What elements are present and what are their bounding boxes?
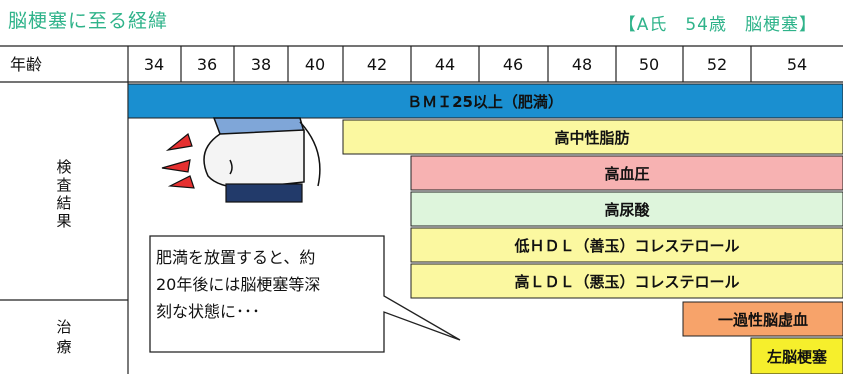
bar-label-hypertension: 高血圧 [604, 165, 649, 183]
age-54: 54 [787, 55, 807, 74]
belly-illustration-icon [161, 117, 321, 203]
trousers [225, 183, 303, 203]
alert-mark-3 [167, 175, 195, 189]
age-52: 52 [707, 55, 727, 74]
patient-subtitle: 【A氏 54歳 脳梗塞】 [618, 15, 817, 35]
age-34: 34 [144, 55, 164, 74]
bar-label-tia: 一過性脳虚血 [718, 311, 808, 329]
bar-label-triglyceride: 高中性脂肪 [554, 129, 629, 147]
bar-high-triglyceride [342, 119, 843, 155]
age-50: 50 [639, 55, 659, 74]
navel [229, 159, 233, 175]
age-44: 44 [435, 55, 455, 74]
bar-label-bmi: ＢＭＩ25以上（肥満） [407, 93, 563, 111]
page-title: 脳梗塞に至る経緯 [8, 10, 169, 32]
alert-mark-1 [165, 132, 193, 151]
treatment-char-2: 療 [56, 338, 71, 356]
bar-high-ldl [410, 263, 843, 299]
age-36: 36 [197, 55, 217, 74]
bar-high-uric-acid [410, 191, 843, 227]
alert-mark-2 [161, 159, 191, 173]
treatment-char-1: 治 [56, 318, 71, 336]
bar-hypertension [410, 155, 843, 191]
belly [203, 129, 305, 189]
callout-bubble [149, 235, 461, 353]
callout-line-1: 肥満を放置すると、約 [156, 248, 316, 267]
bar-tia [682, 301, 843, 337]
section-label-treatment: 治 療 [56, 318, 71, 356]
bar-label-low-hdl: 低ＨＤＬ（善玉）コレステロール [513, 237, 739, 255]
bar-label-uric-acid: 高尿酸 [604, 201, 650, 219]
tests-char-2: 査 [56, 176, 71, 194]
age-48: 48 [572, 55, 592, 74]
age-header-label: 年齢 [10, 55, 42, 74]
tests-char-3: 結 [56, 194, 71, 212]
age-40: 40 [305, 55, 325, 74]
age-46: 46 [503, 55, 523, 74]
age-38: 38 [251, 55, 271, 74]
callout-line-2: 20年後には脳梗塞等深 [156, 275, 321, 294]
tests-char-1: 検 [56, 158, 71, 176]
body-outline [299, 121, 321, 187]
age-42: 42 [367, 55, 387, 74]
callout-text: 肥満を放置すると、約 20年後には脳梗塞等深 刻な状態に･･･ [148, 238, 384, 331]
section-label-tests: 検 査 結 果 [56, 158, 71, 230]
bar-label-cerebral-infarction: 左脳梗塞 [766, 348, 828, 366]
bar-label-high-ldl: 高ＬＤＬ（悪玉）コレステロール [514, 273, 739, 291]
bar-bmi [127, 83, 843, 119]
bar-cerebral-infarction [750, 337, 843, 374]
tests-char-4: 果 [56, 212, 71, 230]
callout-line-3: 刻な状態に･･･ [156, 302, 261, 321]
bar-low-hdl [410, 227, 843, 263]
